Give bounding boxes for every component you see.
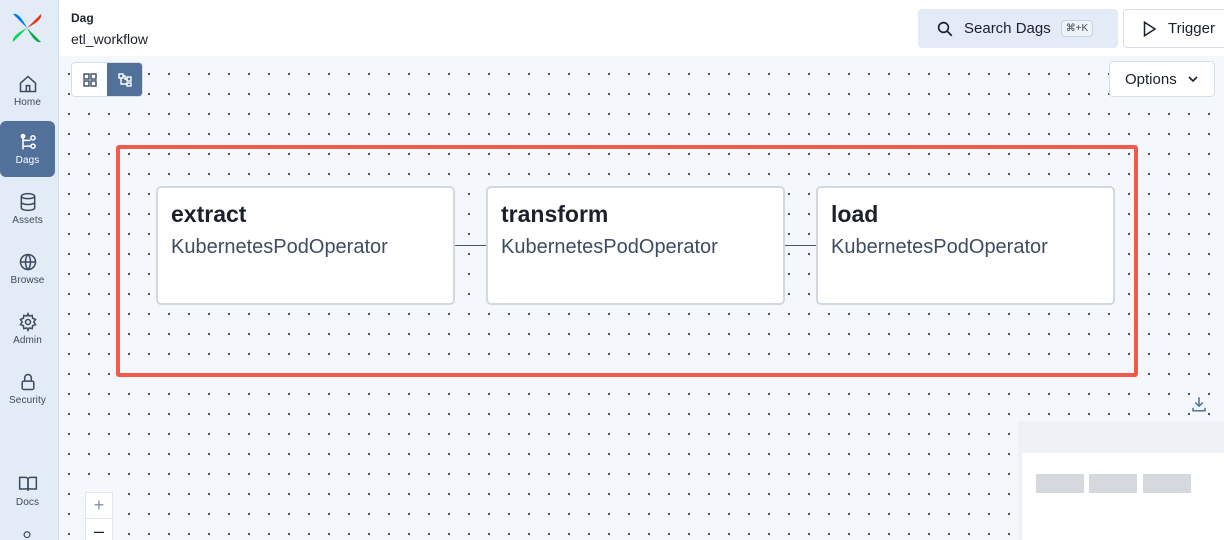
- options-label: Options: [1125, 70, 1177, 88]
- sidebar-item-admin[interactable]: Admin: [0, 301, 55, 357]
- task-name: load: [831, 201, 879, 227]
- view-toggle: [71, 62, 143, 97]
- search-icon: [937, 21, 953, 36]
- grid-view-icon: [82, 72, 97, 87]
- home-icon: [19, 75, 36, 93]
- user-icon[interactable]: [20, 530, 34, 540]
- search-label: Search Dags: [964, 20, 1051, 37]
- sidebar-item-security[interactable]: Security: [0, 361, 55, 417]
- shortcut-badge: ⌘+K: [1060, 20, 1094, 37]
- lock-icon: [20, 373, 35, 391]
- task-node-extract[interactable]: extract KubernetesPodOperator: [156, 186, 455, 305]
- task-node-transform[interactable]: transform KubernetesPodOperator: [486, 186, 785, 305]
- minimap-node: [1143, 474, 1191, 493]
- task-operator: KubernetesPodOperator: [501, 236, 718, 258]
- zoom-controls: + –: [85, 492, 113, 540]
- edge-extract-transform: [455, 245, 487, 246]
- task-operator: KubernetesPodOperator: [831, 236, 1048, 258]
- graph-canvas[interactable]: Options extract KubernetesPodOperator tr…: [59, 56, 1224, 540]
- task-name: transform: [501, 201, 609, 227]
- play-icon: [1143, 20, 1157, 37]
- minimap-node: [1089, 474, 1137, 493]
- chevron-down-icon: [1188, 76, 1198, 83]
- globe-icon: [19, 253, 36, 271]
- sidebar-item-browse[interactable]: Browse: [0, 241, 55, 297]
- minimap[interactable]: [1018, 421, 1224, 540]
- search-dags-button[interactable]: Search Dags ⌘+K: [918, 9, 1118, 48]
- sidebar-item-home[interactable]: Home: [0, 63, 55, 119]
- task-node-load[interactable]: load KubernetesPodOperator: [816, 186, 1115, 305]
- header: Dag etl_workflow Search Dags ⌘+K Trigger: [59, 0, 1224, 56]
- sidebar-item-label: Admin: [13, 335, 42, 346]
- download-icon[interactable]: [1190, 395, 1208, 413]
- page-title: etl_workflow: [71, 31, 149, 47]
- sidebar: Home Dags Assets Browse Admin Security D…: [0, 0, 59, 540]
- graph-view-button[interactable]: [107, 63, 142, 96]
- breadcrumb: Dag: [71, 11, 94, 25]
- options-button[interactable]: Options: [1109, 61, 1215, 97]
- trigger-button[interactable]: Trigger: [1123, 9, 1224, 48]
- gear-icon: [18, 312, 37, 332]
- task-name: extract: [171, 201, 247, 227]
- graph-view-icon: [117, 72, 132, 87]
- minimap-viewport: [1022, 453, 1224, 540]
- minimap-node: [1036, 474, 1084, 493]
- airflow-pinwheel-icon[interactable]: [9, 10, 45, 46]
- grid-view-button[interactable]: [72, 63, 107, 96]
- highlight-box: [116, 145, 1138, 377]
- book-icon: [18, 476, 37, 491]
- sidebar-item-docs[interactable]: Docs: [0, 463, 55, 519]
- edge-transform-load: [785, 245, 817, 246]
- sidebar-item-label: Security: [9, 395, 46, 406]
- zoom-out-button[interactable]: –: [86, 518, 112, 540]
- task-operator: KubernetesPodOperator: [171, 236, 388, 258]
- database-icon: [20, 192, 35, 212]
- dags-icon: [20, 133, 36, 150]
- trigger-label: Trigger: [1168, 20, 1215, 37]
- sidebar-item-label: Browse: [10, 275, 45, 286]
- sidebar-item-label: Home: [13, 97, 42, 108]
- sidebar-item-label: Dags: [15, 155, 40, 166]
- sidebar-item-label: Docs: [15, 497, 40, 508]
- sidebar-item-assets[interactable]: Assets: [0, 181, 55, 237]
- sidebar-item-label: Assets: [12, 215, 43, 226]
- zoom-in-button[interactable]: +: [93, 495, 105, 515]
- sidebar-item-dags[interactable]: Dags: [0, 121, 55, 177]
